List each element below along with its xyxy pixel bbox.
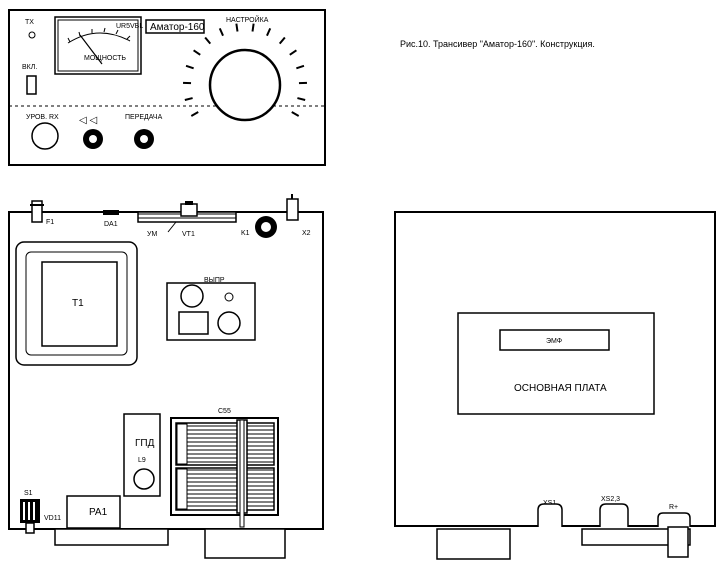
- tuning-dial[interactable]: [183, 23, 307, 122]
- switch-s1: [20, 499, 40, 534]
- dial-tick: [289, 49, 297, 56]
- chassis-right: ЭМФ ОСНОВНАЯ ПЛАТА XS1 XS2,3 R+: [394, 211, 716, 560]
- tx-knob[interactable]: [134, 129, 154, 149]
- dial-tick: [278, 36, 286, 45]
- tx-knob-label: ПЕРЕДАЧА: [125, 114, 163, 121]
- vd11-label: VD11: [44, 515, 61, 522]
- vfo-box: [123, 413, 161, 497]
- dial-tick: [185, 64, 194, 70]
- volume-knob[interactable]: [83, 129, 103, 149]
- main-board-label: ОСНОВНАЯ ПЛАТА: [514, 383, 607, 394]
- f1-label: F1: [46, 219, 54, 226]
- um-label: УМ: [147, 231, 157, 238]
- pa1-label: PA1: [89, 507, 108, 518]
- xs23-label: XS2,3: [601, 496, 620, 503]
- dial-tick: [291, 111, 300, 117]
- tx-label: TX: [25, 19, 34, 26]
- gpd-label: ГПД: [135, 438, 155, 449]
- relay-k1: [255, 216, 277, 238]
- tx-led: [28, 31, 36, 39]
- vt1-label: VT1: [182, 231, 195, 238]
- r-plus-label: R+: [669, 504, 678, 511]
- meter-label: МОЩНОСТЬ: [84, 55, 126, 62]
- da1-label: DA1: [104, 221, 118, 228]
- power-meter: МОЩНОСТЬ: [54, 16, 142, 75]
- dial-tick: [204, 36, 212, 45]
- emf-label: ЭМФ: [546, 338, 562, 345]
- l9-label: L9: [138, 457, 146, 464]
- model-badge: Аматор-160: [150, 22, 205, 33]
- dial-tick: [218, 27, 224, 37]
- dial-tick: [184, 97, 193, 101]
- dial-tick: [296, 64, 305, 70]
- transformer-t1: [15, 241, 138, 366]
- connector-xs23: [599, 503, 629, 527]
- chassis-left: F1 DA1 УМ VT1 K1 X2 T1: [8, 194, 324, 559]
- k1-label: K1: [241, 230, 250, 237]
- tuning-label: НАСТРОЙКА: [226, 15, 269, 24]
- rx-level-knob[interactable]: [31, 122, 59, 150]
- meter-unit-label: UR5VBL: [116, 23, 143, 30]
- dial-tick: [190, 111, 199, 117]
- rx-level-label: УРОВ. RX: [26, 114, 59, 121]
- power-switch[interactable]: [26, 75, 37, 95]
- main-board: [457, 312, 655, 415]
- power-label: ВКЛ.: [22, 64, 37, 71]
- emf-filter: [499, 329, 610, 351]
- figure-caption: Рис.10. Трансивер "Аматор-160". Конструк…: [400, 39, 595, 49]
- front-panel: TX ВКЛ. МОЩНОСТЬ UR5VBL Аматор-160 НАСТР…: [8, 9, 326, 166]
- dial-tick: [297, 97, 306, 101]
- dial-tick: [235, 23, 239, 32]
- pa1-block: [66, 495, 121, 529]
- connector-xs1: [537, 503, 563, 527]
- vypr-label: ВЫПР: [204, 277, 225, 284]
- da1-chip: [103, 210, 119, 215]
- speaker-icon: ◁ ◁: [79, 115, 97, 126]
- capacitor-c55: [170, 417, 279, 528]
- s1-label: S1: [24, 490, 33, 497]
- c55-label: C55: [218, 408, 231, 415]
- dial-tick: [193, 49, 201, 56]
- dial-tick: [266, 27, 272, 37]
- meter-needle: [79, 34, 103, 65]
- connector-x2: [286, 198, 299, 221]
- fuse-f1: [31, 200, 43, 223]
- dial-tick: [251, 23, 255, 32]
- t1-label: T1: [72, 298, 84, 309]
- connector-r-plus: [657, 512, 691, 527]
- rectifier-board: [166, 282, 256, 341]
- x2-label: X2: [302, 230, 311, 237]
